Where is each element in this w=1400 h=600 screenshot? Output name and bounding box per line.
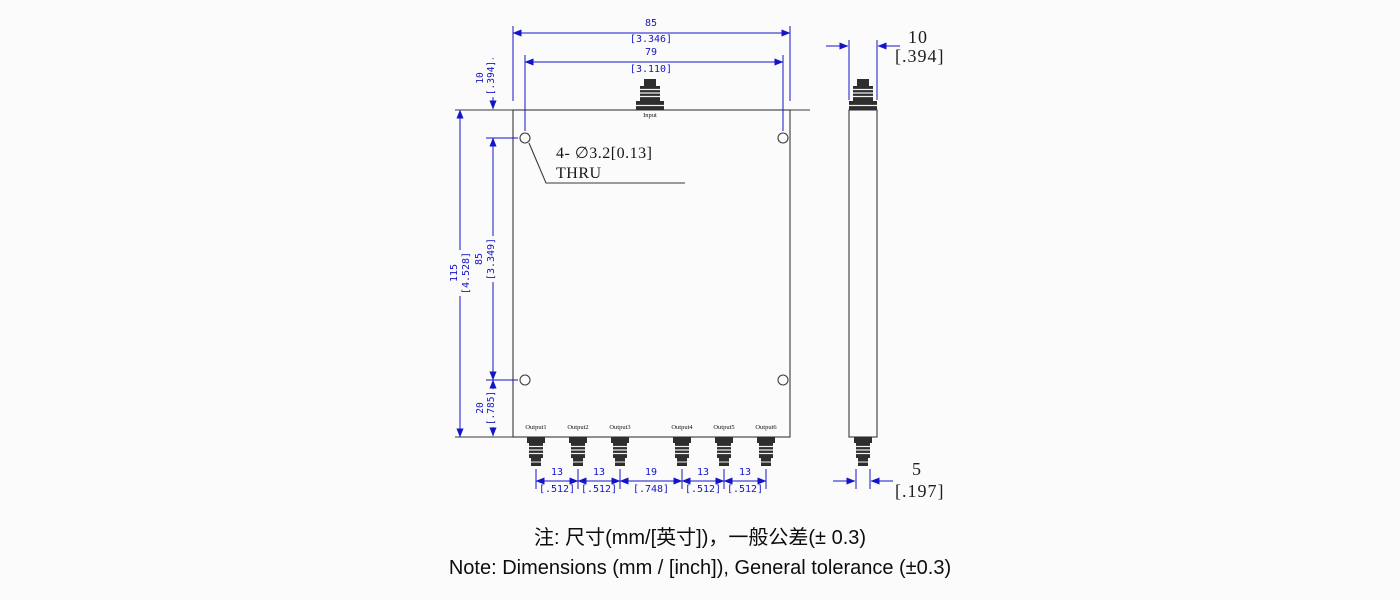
dim-spacing-1-mm: 13 <box>550 467 564 478</box>
output2-label: Output2 <box>567 424 589 431</box>
dim-top-hole-span-inch: [3.110] <box>629 64 673 75</box>
dim-left-hole-offset: 10 [.394] <box>475 58 497 98</box>
dim-left-bottom-offset: 20 [.785] <box>475 388 497 428</box>
output4-label: Output4 <box>671 424 693 431</box>
mounting-hole-bottom-right <box>777 374 789 386</box>
dim-left-overall-inch: [4.528] <box>461 251 472 295</box>
dim-spacing-3-inch: [.748] <box>632 484 670 495</box>
dim-side-thickness-mm: 10 <box>908 27 928 47</box>
note-chinese: 注: 尺寸(mm/[英寸])，一般公差(± 0.3) <box>533 527 867 549</box>
dim-left-overall-mm: 115 <box>449 263 460 283</box>
mounting-hole-top-left <box>519 132 531 144</box>
dim-side-connector-mm: 5 <box>912 459 922 479</box>
side-input-connector-icon <box>848 78 878 111</box>
dim-left-hole-offset-inch: [.394] <box>486 60 497 96</box>
dim-spacing-5-inch: [.512] <box>726 484 764 495</box>
mounting-hole-bottom-left <box>519 374 531 386</box>
dim-spacing-1-inch: [.512] <box>538 484 576 495</box>
output5-connector-icon <box>714 436 734 467</box>
dim-left-hole-span: 85 [3.349] <box>474 235 498 283</box>
input-connector-icon <box>635 78 665 111</box>
dim-top-hole-span-mm: 79 <box>644 47 658 58</box>
side-body-outline <box>848 109 878 438</box>
output3-connector-icon <box>610 436 630 467</box>
output6-connector-icon <box>756 436 776 467</box>
dim-left-bottom-offset-mm: 20 <box>475 402 486 414</box>
output1-label: Output1 <box>525 424 547 431</box>
input-port-label: Input <box>643 112 657 119</box>
output2-connector-icon <box>568 436 588 467</box>
output6-label: Output6 <box>755 424 777 431</box>
dim-left-overall: 115 [4.528] <box>449 249 473 297</box>
dim-left-hole-span-inch: [3.349] <box>486 237 497 281</box>
note-english: Note: Dimensions (mm / [inch]), General … <box>448 557 952 579</box>
dim-left-hole-offset-mm: 10 <box>475 72 486 84</box>
dim-top-overall-inch: [3.346] <box>629 34 673 45</box>
output5-label: Output5 <box>713 424 735 431</box>
hole-callout-line2: THRU <box>556 165 602 182</box>
hole-callout-line1: 4- ∅3.2[0.13] <box>556 145 653 162</box>
output1-connector-icon <box>526 436 546 467</box>
dim-spacing-2-mm: 13 <box>592 467 606 478</box>
dim-top-overall-mm: 85 <box>644 18 658 29</box>
output3-label: Output3 <box>609 424 631 431</box>
dim-side-connector-inch: [.197] <box>895 481 945 501</box>
output4-connector-icon <box>672 436 692 467</box>
hole-callout-leader <box>528 142 685 184</box>
dim-left-hole-span-mm: 85 <box>474 252 485 266</box>
dim-spacing-4-mm: 13 <box>696 467 710 478</box>
dim-spacing-2-inch: [.512] <box>580 484 618 495</box>
dim-spacing-5-mm: 13 <box>738 467 752 478</box>
dim-side-thickness-inch: [.394] <box>895 46 945 66</box>
side-view <box>848 109 878 438</box>
dimension-lines <box>456 26 900 489</box>
dim-spacing-4-inch: [.512] <box>684 484 722 495</box>
dim-spacing-3-mm: 19 <box>644 467 658 478</box>
side-output-connector-icon <box>853 436 873 467</box>
dim-left-bottom-offset-inch: [.785] <box>486 390 497 426</box>
mounting-hole-top-right <box>777 132 789 144</box>
